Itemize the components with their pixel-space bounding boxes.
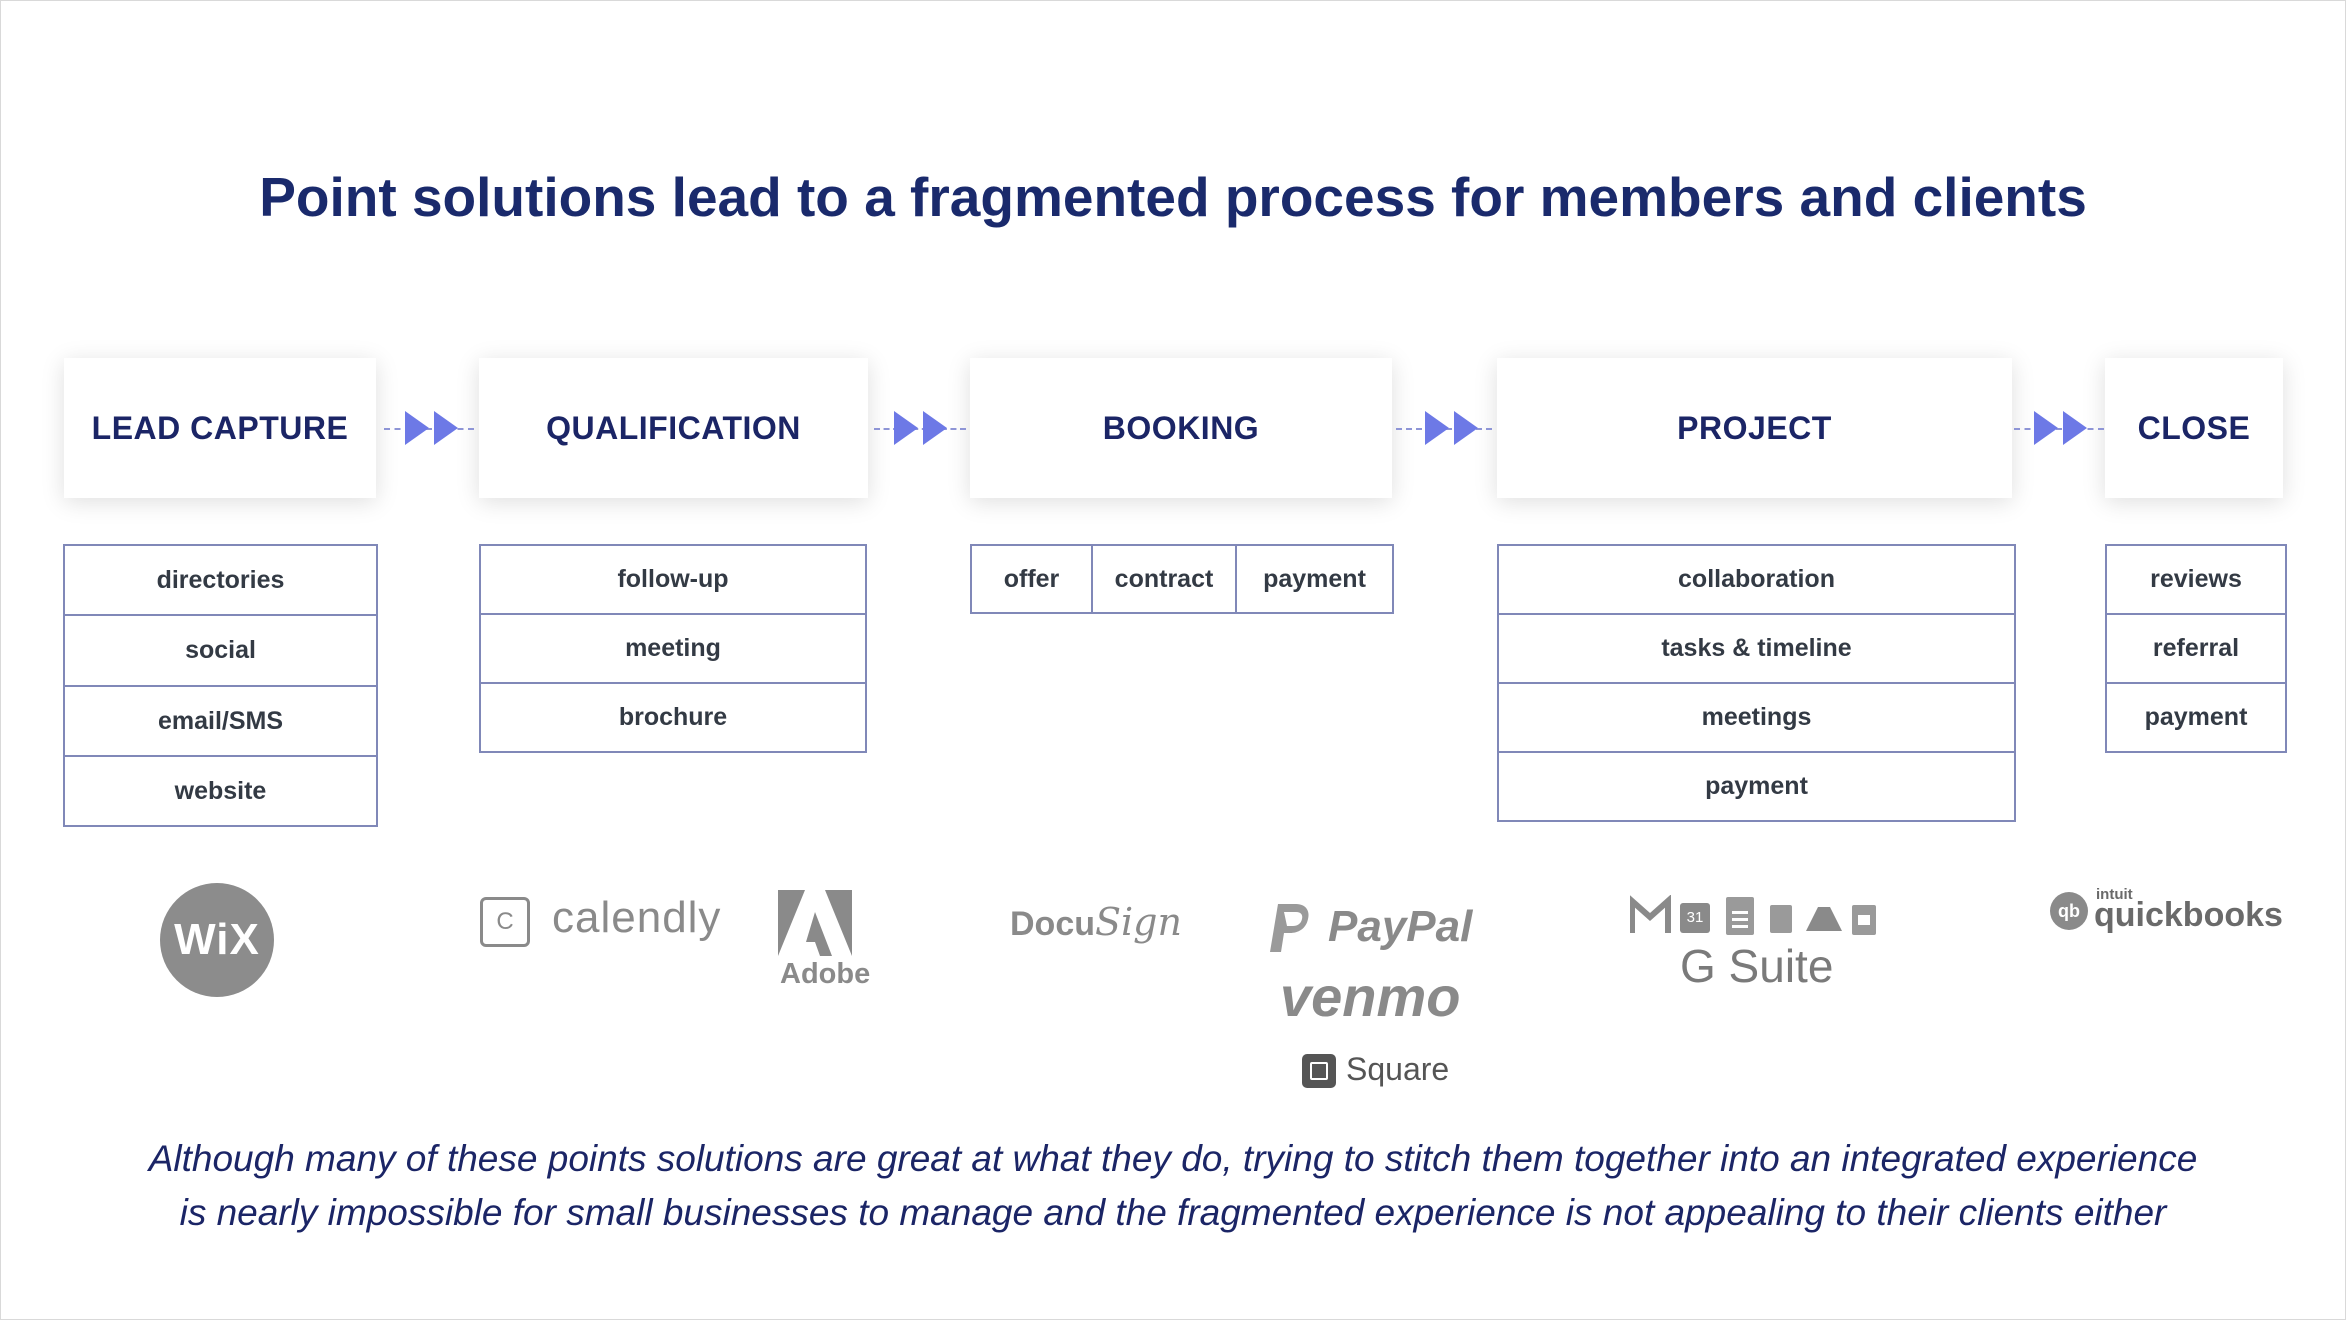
gsuite-calendar-day: 31 <box>1686 909 1704 926</box>
docusign-logo: DocuSign <box>1010 900 1200 956</box>
list-item: reviews <box>2107 546 2285 615</box>
list-item: payment <box>1499 753 2014 822</box>
list-item: payment <box>1263 564 1366 593</box>
square-icon <box>1302 1054 1336 1088</box>
paypal-logo: PayPal <box>1268 900 1478 960</box>
project-list: collaboration tasks & timeline meetings … <box>1497 544 2016 822</box>
arrow-icon <box>923 411 947 445</box>
calendly-logo-text: calendly <box>552 893 722 942</box>
stage-close: CLOSE <box>2105 358 2283 498</box>
arrow-icon <box>2063 411 2087 445</box>
stage-project: PROJECT <box>1497 358 2012 498</box>
stage-lead-capture: LEAD CAPTURE <box>64 358 376 498</box>
list-item: referral <box>2107 615 2285 684</box>
close-list: reviews referral payment <box>2105 544 2287 753</box>
wix-logo: WiX <box>160 883 274 997</box>
list-item: collaboration <box>1499 546 2014 615</box>
arrow-icon <box>405 411 429 445</box>
list-item: brochure <box>481 684 865 753</box>
adobe-logo-text: Adobe <box>780 958 871 990</box>
quickbooks-glyph: qb <box>2058 900 2080 921</box>
docusign-logo-text-a: Docu <box>1010 905 1095 943</box>
booking-list: offer contract payment <box>970 544 1394 614</box>
list-item: meeting <box>481 615 865 684</box>
square-logo-text: Square <box>1346 1051 1450 1087</box>
square-logo: Square <box>1302 1050 1482 1090</box>
list-item: meetings <box>1499 684 2014 753</box>
stage-qualification: QUALIFICATION <box>479 358 868 498</box>
list-item: contract <box>1093 546 1237 612</box>
gsuite-logo-text: G Suite <box>1680 940 1834 992</box>
arrow-icon <box>1425 411 1449 445</box>
docusign-logo-text-b: Sign <box>1095 900 1182 944</box>
caption-line-2: is nearly impossible for small businesse… <box>179 1192 2167 1233</box>
quickbooks-logo-text: quickbooks <box>2094 896 2283 934</box>
arrow-icon <box>434 411 458 445</box>
intuit-text: intuit <box>2096 886 2133 903</box>
arrow-icon <box>1454 411 1478 445</box>
list-item: offer <box>972 546 1093 612</box>
qualification-list: follow-up meeting brochure <box>479 544 867 753</box>
list-item: directories <box>65 546 376 616</box>
caption: Although many of these points solutions … <box>0 1132 2346 1240</box>
gsuite-app-icons <box>1629 894 1876 935</box>
paypal-logo-text: PayPal <box>1328 902 1473 951</box>
connector-2 <box>874 428 966 432</box>
list-item: social <box>65 616 376 687</box>
adobe-icon <box>778 890 852 956</box>
adobe-logo: Adobe <box>778 890 870 994</box>
connector-1 <box>384 428 474 432</box>
arrow-icon <box>894 411 918 445</box>
list-item: follow-up <box>481 546 865 615</box>
connector-4 <box>2014 428 2104 432</box>
list-item: tasks & timeline <box>1499 615 2014 684</box>
calendly-glyph: C <box>496 908 514 935</box>
calendly-logo: C calendly <box>480 893 720 953</box>
arrow-icon <box>2034 411 2058 445</box>
calendar-icon: C <box>480 897 530 947</box>
venmo-logo: venmo <box>1280 965 1461 1028</box>
caption-line-1: Although many of these points solutions … <box>148 1138 2198 1179</box>
stage-booking: BOOKING <box>970 358 1392 498</box>
paypal-icon <box>1270 904 1309 952</box>
list-item: payment <box>2107 684 2285 753</box>
list-item: email/SMS <box>65 687 376 757</box>
lead-capture-list: directories social email/SMS website <box>63 544 378 827</box>
list-item: website <box>65 757 376 827</box>
quickbooks-icon: qb <box>2050 892 2088 930</box>
slide-title: Point solutions lead to a fragmented pro… <box>259 166 2087 228</box>
quickbooks-logo: qb intuit quickbooks <box>2050 886 2290 948</box>
gsuite-logo: 31 G Suite <box>1629 894 1880 995</box>
wix-logo-text: WiX <box>174 915 260 964</box>
